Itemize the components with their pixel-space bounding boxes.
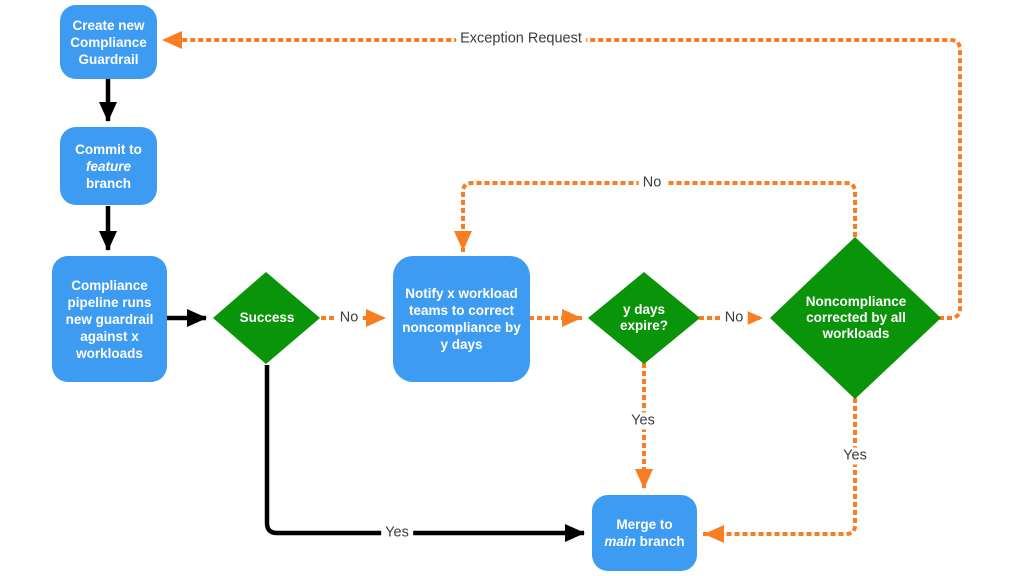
node-commit-feature-branch-name: feature: [85, 158, 131, 174]
node-merge-line2: main branch: [604, 533, 684, 550]
edge-label-yes-success: Yes: [381, 524, 413, 542]
edge-success-yes-to-merge: [264, 365, 585, 542]
node-pipeline: Compliance pipeline runs new guardrail a…: [52, 256, 167, 382]
decision-ydays-line1: y days: [622, 302, 666, 317]
edge-noncompliance-no-to-notify: [454, 181, 857, 252]
node-merge-line1: Merge to: [616, 517, 673, 532]
node-merge-line2-rest: branch: [635, 534, 685, 549]
node-notify-label: Notify x workload teams to correct nonco…: [402, 286, 521, 352]
node-commit-feature-line1: Commit to: [75, 141, 142, 157]
decision-ydays-label: y days expire?: [620, 302, 668, 334]
edge-label-no-success: No: [335, 309, 363, 327]
node-create-guardrail: Create new Compliance Guardrail: [60, 5, 157, 79]
node-commit-feature-line3: branch: [85, 175, 131, 191]
edge-label-yes-ydays: Yes: [627, 412, 659, 430]
decision-success-shape: [213, 272, 320, 364]
edge-label-no-ydays: No: [720, 309, 748, 327]
decision-ydays-line2: expire?: [619, 318, 669, 333]
node-create-guardrail-label: Create new Compliance Guardrail: [70, 17, 147, 67]
edge-label-no-noncompliance: No: [638, 174, 666, 192]
node-merge-branch-name: main: [604, 534, 636, 549]
edge-label-yes-noncompliance: Yes: [839, 447, 871, 465]
node-pipeline-label: Compliance pipeline runs new guardrail a…: [65, 277, 154, 361]
edge-noncompliance-yes-to-merge: [703, 398, 857, 543]
node-commit-feature: Commit to feature branch: [60, 127, 157, 205]
decision-noncompliance-label: Noncompliance corrected by all workloads: [805, 294, 907, 341]
node-notify: Notify x workload teams to correct nonco…: [393, 256, 530, 382]
decision-noncompliance-shape: [770, 237, 941, 399]
edge-label-exception-request: Exception Request: [456, 30, 586, 48]
decision-success-label: Success: [239, 310, 295, 325]
decision-ydays-shape: [588, 272, 700, 364]
edge-exception-request: [161, 31, 962, 320]
node-merge-main: Merge to main branch: [592, 495, 697, 571]
